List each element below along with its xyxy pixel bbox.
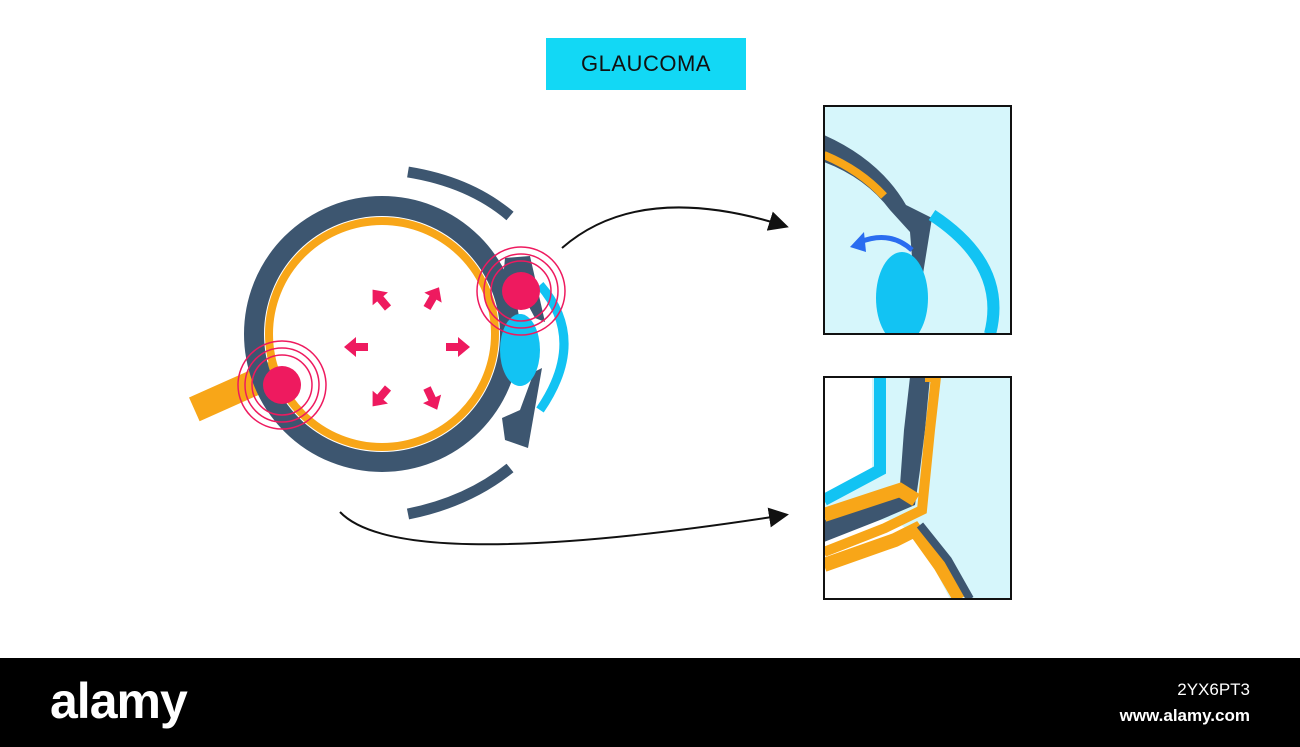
watermark-footer: alamy 2YX6PT3 www.alamy.com — [0, 658, 1300, 747]
pressure-arrow-icon — [372, 385, 392, 407]
pressure-arrow-icon — [446, 337, 470, 357]
title-banner: GLAUCOMA — [546, 38, 746, 90]
iris-lower — [502, 368, 542, 448]
eye-cross-section — [189, 166, 569, 520]
pointer-arrow-icon — [339, 507, 789, 546]
lower-eyelid — [406, 463, 514, 520]
pressure-arrow-icon — [423, 287, 442, 310]
diagram-canvas: GLAUCOMA — [189, 38, 1012, 600]
pointer-arrow-icon — [561, 206, 789, 249]
lens — [500, 314, 540, 386]
image-id: 2YX6PT3 — [1177, 680, 1250, 699]
pressure-point-icon — [237, 340, 327, 430]
diagram-art — [189, 105, 1012, 600]
cornea — [536, 282, 569, 413]
pressure-arrow-icon — [372, 289, 392, 311]
retina — [265, 217, 499, 451]
brand-logo: alamy — [50, 673, 188, 729]
detail-panel-optic-nerve — [823, 376, 1012, 600]
pressure-arrow-icon — [344, 337, 368, 357]
pressure-point-icon — [476, 246, 566, 336]
pressure-arrow-icon — [423, 386, 442, 410]
detail-panel-anterior — [823, 105, 1012, 335]
upper-eyelid — [407, 166, 514, 221]
site-url: www.alamy.com — [1119, 706, 1250, 725]
flow-arrow-icon — [859, 235, 914, 252]
diagram-title: GLAUCOMA — [581, 51, 711, 76]
